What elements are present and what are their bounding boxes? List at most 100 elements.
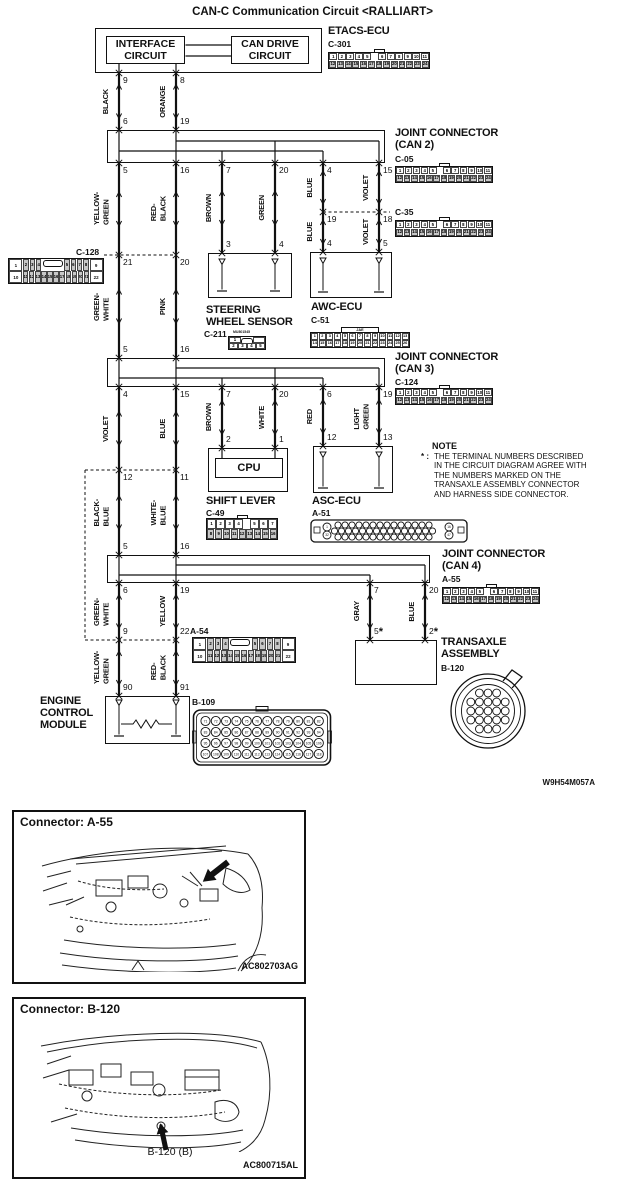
- note-heading: NOTE: [432, 441, 458, 451]
- joint-can2-label2: (CAN 2): [395, 139, 434, 151]
- svg-text:77: 77: [265, 719, 269, 723]
- connector-pin: 17: [367, 60, 375, 68]
- transaxle-label2: ASSEMBLY: [441, 648, 500, 660]
- connector-pin: 1: [311, 333, 319, 340]
- can-drive-line2: CIRCUIT: [248, 50, 292, 62]
- connector-pin: 8: [274, 638, 281, 650]
- connector-pin: 14: [344, 60, 352, 68]
- pin-label: 6: [327, 389, 332, 399]
- connector-pin: 10: [476, 389, 484, 397]
- connector-pin: 7: [76, 259, 83, 271]
- connector-pin: 19: [261, 650, 268, 662]
- connector-a55-photo-code: AC802703AG: [241, 961, 298, 971]
- connector-pin: 19: [349, 340, 356, 347]
- connector-pin: 12: [396, 174, 403, 182]
- connector-pin: 13: [220, 650, 227, 662]
- connector-pin: 25: [394, 340, 401, 347]
- pin-label: 4: [279, 239, 284, 249]
- interface-line1: INTERFACE: [115, 38, 176, 50]
- wire-color-label: YELLOW- GREEN: [91, 192, 111, 226]
- connector-c128-label: C-128: [76, 247, 100, 257]
- connector-pin: 10: [379, 333, 386, 340]
- etacs-ecu-label: ETACS-ECU: [328, 25, 390, 37]
- joint-connector-can4-box: [107, 555, 430, 583]
- svg-text:108: 108: [213, 752, 219, 756]
- connector-pin: 21: [462, 396, 470, 404]
- connector-pin: 15: [318, 340, 326, 347]
- connector-pin: 16: [269, 529, 277, 539]
- diagram-code: W9H54M057A: [542, 778, 595, 787]
- connector-b120-pointer-label: B-120 (B): [147, 1146, 193, 1158]
- connector-c211-label: C-211: [204, 329, 227, 339]
- pin-label: 6: [123, 116, 128, 126]
- svg-text:47: 47: [447, 533, 451, 537]
- connector-pin: 7: [498, 588, 506, 596]
- connector-pin: 23: [477, 396, 485, 404]
- wire-color-label: PINK: [158, 297, 168, 316]
- svg-text:86: 86: [235, 730, 239, 734]
- wire-color-label: BLACK: [101, 88, 111, 115]
- pin-label: 19: [327, 214, 337, 224]
- connector-pin: 24: [532, 595, 539, 603]
- connector-pin: 9: [467, 167, 476, 175]
- connector-pin: 4: [247, 343, 256, 349]
- connector-pin: 10: [9, 271, 23, 283]
- connector-b120-label: B-120: [441, 663, 465, 673]
- wire-color-label: VIOLET: [361, 219, 371, 245]
- connector-pin: 22: [89, 271, 103, 283]
- svg-text:84: 84: [214, 730, 218, 734]
- connector-pin: 23: [477, 228, 485, 236]
- connector-pin: 4: [35, 259, 42, 271]
- connector-pin: 16: [53, 271, 59, 283]
- connector-pin: 9: [403, 53, 412, 61]
- can-drive-circuit-box: CAN DRIVE CIRCUIT: [231, 36, 309, 64]
- svg-text:117: 117: [306, 752, 312, 756]
- pin-label: 22: [180, 626, 190, 636]
- pin-label: 5: [123, 165, 128, 175]
- connector-pin: 15: [234, 650, 241, 662]
- svg-text:74: 74: [235, 719, 239, 723]
- svg-text:118: 118: [316, 752, 322, 756]
- connector-pin: 13: [403, 228, 411, 236]
- connector-pin: 2: [404, 389, 412, 397]
- connector-pin: 18: [254, 650, 261, 662]
- connector-pin: 16: [425, 396, 433, 404]
- connector-pin: 19: [448, 174, 455, 182]
- pin-label: 16: [180, 344, 190, 354]
- connector-pin: 17: [480, 595, 487, 603]
- wire-color-label: BLUE: [158, 418, 168, 439]
- connector-pin: 8: [459, 389, 468, 397]
- pin-label: 20: [279, 389, 289, 399]
- connector-pin: 9: [467, 221, 476, 229]
- pin-label: 7: [226, 389, 231, 399]
- connector-pin: 11: [230, 529, 238, 539]
- connector-pin: 22: [470, 396, 477, 404]
- svg-text:73: 73: [224, 719, 228, 723]
- connector-pin: 6: [443, 221, 451, 229]
- note-lines: THE TERMINAL NUMBERS DESCRIBED IN THE CI…: [434, 452, 587, 499]
- connector-pin: 23: [379, 340, 386, 347]
- connector-pin: 9: [371, 333, 379, 340]
- pin-label: 8: [180, 75, 185, 85]
- connector-pin: 22: [281, 650, 295, 662]
- svg-text:92: 92: [296, 730, 300, 734]
- connector-pin: 1: [443, 588, 451, 596]
- connector-pin: 16: [326, 340, 334, 347]
- connector-c05-label: C-05: [395, 154, 414, 164]
- wire-color-label: YELLOW: [158, 596, 168, 627]
- connector-pin: 10: [476, 221, 484, 229]
- svg-text:114: 114: [275, 752, 281, 756]
- connector-pin: 21: [462, 228, 470, 236]
- shift-lever-label: SHIFT LEVER: [206, 495, 276, 507]
- connector-pin: 7: [266, 638, 274, 650]
- wire-color-label: LIGHT GREEN: [351, 403, 371, 430]
- connector-pin: 21: [83, 271, 89, 283]
- connector-pin: 13: [450, 595, 458, 603]
- connector-pin: 24: [485, 174, 492, 182]
- can-drive-line1: CAN DRIVE: [241, 38, 299, 50]
- connector-pin: 17: [59, 271, 65, 283]
